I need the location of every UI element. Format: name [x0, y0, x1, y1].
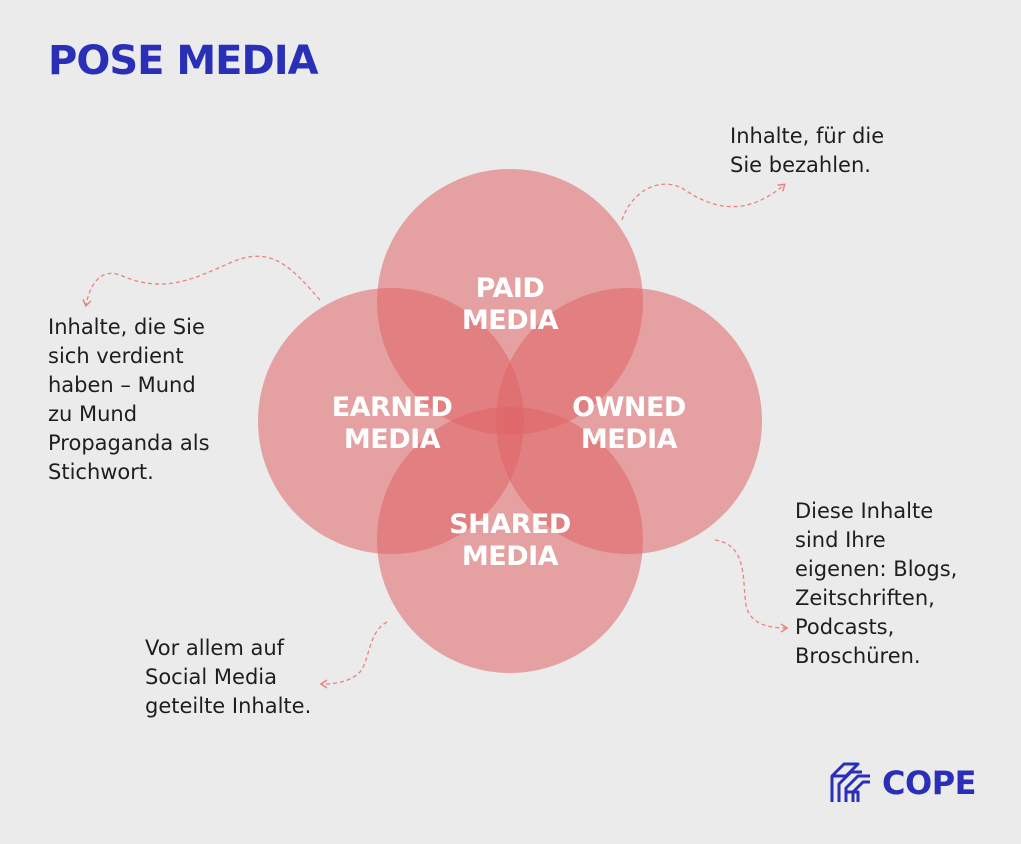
label-shared-line2: MEDIA — [461, 541, 559, 572]
annotation-line: zu Mund — [48, 402, 138, 426]
arrow-owned — [714, 539, 789, 633]
arrow-paid — [621, 183, 786, 221]
annotation-line: Stichwort. — [48, 460, 154, 484]
label-paid-line1: PAID — [475, 273, 545, 304]
annotation-line: Social Media — [145, 665, 278, 689]
annotation-line: Diese Inhalte — [795, 499, 934, 523]
annotation-line: sind Ihre — [795, 528, 886, 552]
label-shared-media: SHARED MEDIA — [430, 509, 590, 573]
cope-logo: COPE — [828, 760, 977, 806]
annotation-line: Podcasts, — [795, 615, 895, 639]
cope-logo-icon — [830, 762, 870, 802]
annotation-line: Zeitschriften, — [795, 586, 935, 610]
annotation-line: Inhalte, für die — [730, 124, 885, 148]
label-owned-line1: OWNED — [572, 392, 686, 423]
page-title: POSE MEDIA — [48, 38, 319, 84]
annotation-line: Propaganda als — [48, 431, 210, 455]
cope-logo-text: COPE — [882, 764, 977, 802]
label-earned-line1: EARNED — [331, 392, 453, 423]
circles-group — [258, 169, 762, 673]
circle-shared-media — [377, 407, 643, 673]
annotation-shared: Vor allem auf Social Media geteilte Inha… — [145, 634, 311, 721]
label-earned-media: EARNED MEDIA — [312, 392, 472, 456]
connector-arrows — [82, 183, 789, 689]
annotation-paid: Inhalte, für die Sie bezahlen. — [730, 122, 884, 180]
annotation-line: Vor allem auf — [145, 636, 285, 660]
arrow-earned — [82, 255, 321, 308]
label-earned-line2: MEDIA — [343, 424, 441, 455]
annotation-line: haben – Mund — [48, 373, 196, 397]
annotation-line: geteilte Inhalte. — [145, 694, 312, 718]
label-paid-line2: MEDIA — [461, 305, 559, 336]
label-owned-media: OWNED MEDIA — [549, 392, 709, 456]
annotation-line: Sie bezahlen. — [730, 153, 871, 177]
label-shared-line1: SHARED — [449, 509, 571, 540]
annotation-earned: Inhalte, die Sie sich verdient haben – M… — [48, 313, 210, 487]
annotation-line: sich verdient — [48, 344, 184, 368]
annotation-line: Broschüren. — [795, 644, 921, 668]
annotation-line: eigenen: Blogs, — [795, 557, 958, 581]
arrow-shared — [319, 621, 388, 689]
label-owned-line2: MEDIA — [580, 424, 678, 455]
annotation-owned: Diese Inhalte sind Ihre eigenen: Blogs, … — [795, 497, 957, 671]
annotation-line: Inhalte, die Sie — [48, 315, 205, 339]
label-paid-media: PAID MEDIA — [430, 273, 590, 337]
